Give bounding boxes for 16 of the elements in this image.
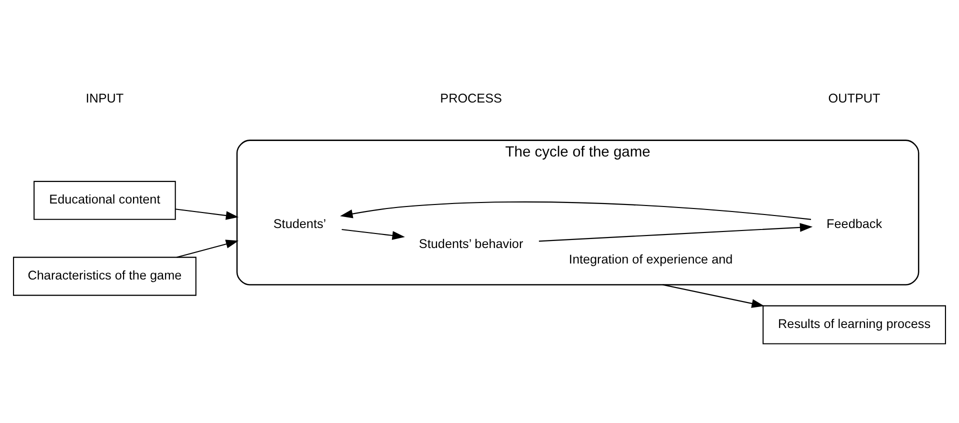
arrow	[662, 284, 764, 308]
edge-label: Integration of experience and	[568, 252, 733, 266]
label: PROCESS	[440, 90, 502, 105]
arrow	[175, 208, 239, 220]
node-box: Characteristics of the game	[12, 256, 196, 296]
node-text: Students’	[273, 216, 326, 230]
label: INPUT	[86, 90, 124, 105]
node-text: Feedback	[826, 216, 882, 230]
node-text: Students’ behavior	[418, 236, 524, 250]
arrow	[342, 228, 405, 240]
label: OUTPUT	[828, 90, 880, 105]
arrow	[176, 239, 239, 258]
arrow	[340, 200, 812, 220]
node-box: Results of learning process	[762, 304, 946, 344]
arrow	[538, 222, 813, 242]
node-box: Educational content	[34, 180, 176, 220]
